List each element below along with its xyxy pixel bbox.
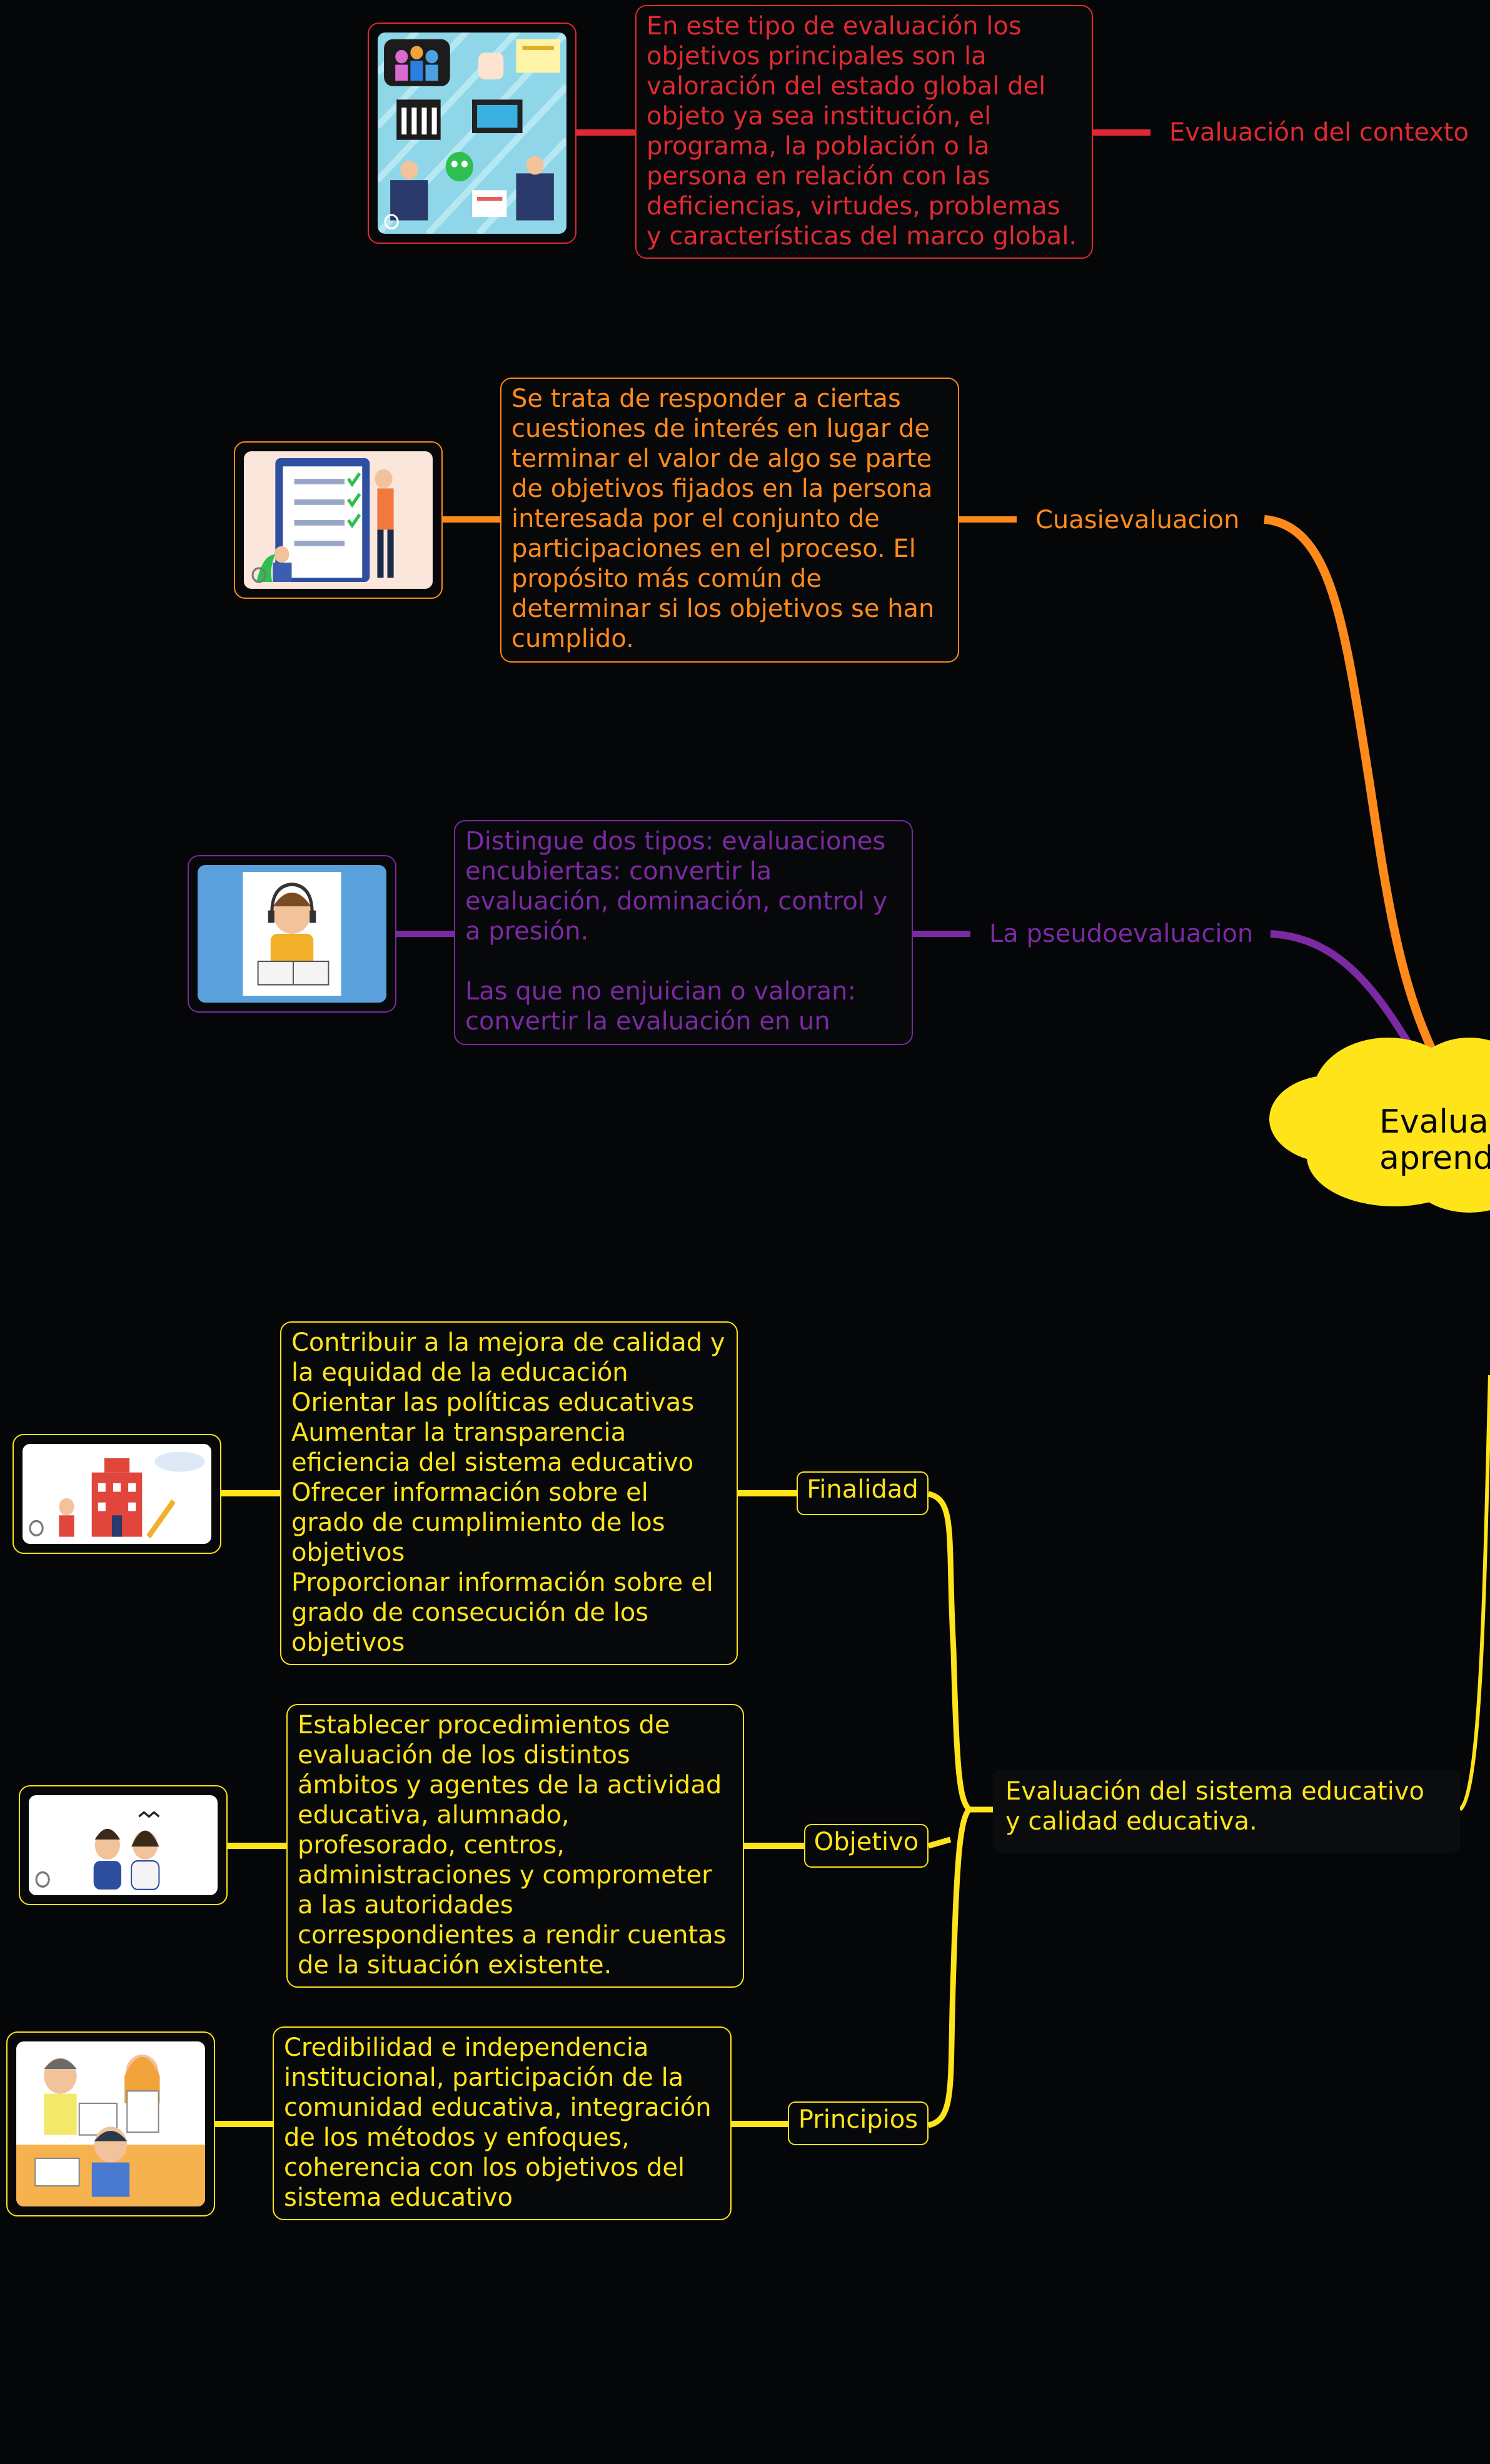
objetivo-pill[interactable]: Objetivo [804,1824,929,1868]
pseudo-label[interactable]: La pseudoevaluacion [989,919,1254,948]
school-building-illustration [23,1444,211,1544]
principios-pill[interactable]: Principios [788,2101,929,2145]
sistema-label-box[interactable] [993,1770,1460,1853]
cuasi-image-card[interactable] [234,441,443,599]
finalidad-pill[interactable]: Finalidad [797,1471,929,1515]
finalidad-image-card[interactable] [13,1434,221,1554]
pseudo-description: Distingue dos tipos: evaluaciones encubi… [454,820,913,1045]
objetivo-description: Establecer procedimientos de evaluación … [286,1704,744,1988]
students-studying-illustration [16,2041,205,2206]
principios-description: Credibilidad e independencia institucion… [273,2026,732,2220]
finalidad-description: Contribuir a la mejora de calidad y la e… [280,1321,738,1665]
cuasi-label[interactable]: Cuasievaluacion [1035,506,1240,534]
connector-pseudo-central [1270,930,1420,1059]
contexto-image-card[interactable] [368,23,576,244]
contexto-description: En este tipo de evaluación los objetivos… [635,5,1093,259]
central-topic-cloud[interactable] [1263,1025,1490,1225]
connector-sistema-central [1458,1375,1490,1811]
central-topic-text: Evaluac aprend [1379,1103,1490,1177]
sistema-label: Evaluación del sistema educativo y calid… [1005,1777,1424,1836]
two-people-illustration [29,1795,218,1895]
connector-sistema-brace [927,1491,993,2128]
contexto-label[interactable]: Evaluación del contexto [1169,118,1469,147]
pseudo-image-card[interactable] [188,855,396,1013]
connector-objetivo-brace [927,1836,952,1849]
student-headset-illustration [198,865,386,1003]
principios-image-card[interactable] [6,2031,215,2216]
people-institution-illustration [378,33,566,234]
cuasi-description: Se trata de responder a ciertas cuestion… [500,378,959,663]
connector-cuasi-central [1264,515,1442,1065]
checklist-illustration [244,451,433,589]
objetivo-image-card[interactable] [19,1785,228,1905]
